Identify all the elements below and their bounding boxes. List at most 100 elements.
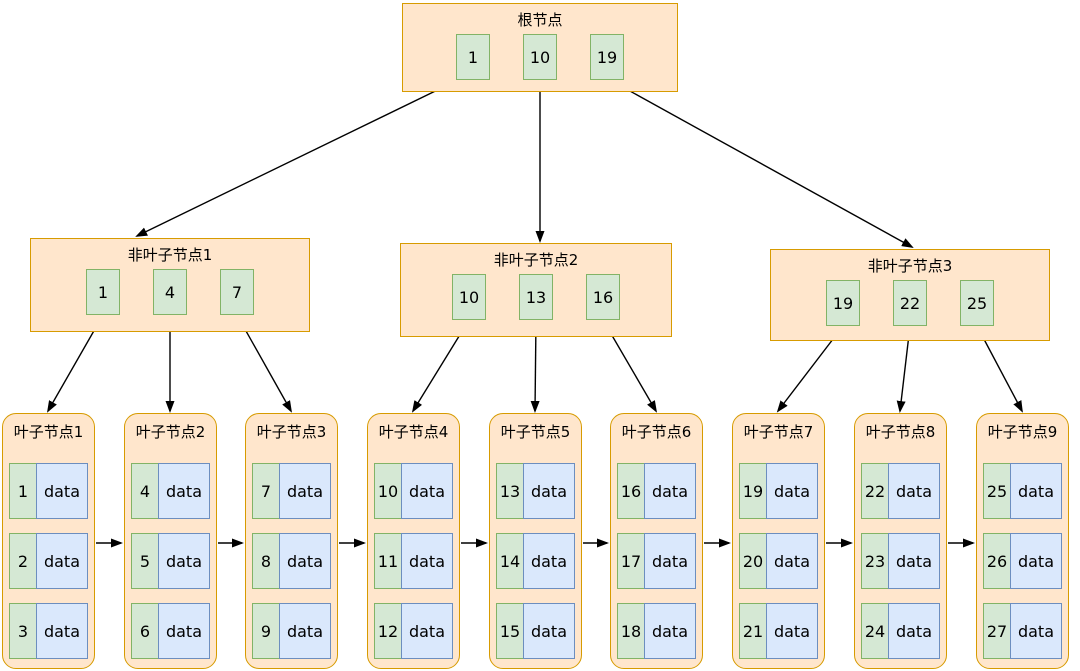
leaf-node-8: 叶子节点8 22 data 23 data 24 data — [854, 413, 947, 669]
leaf-node-2: 叶子节点2 4 data 5 data 6 data — [124, 413, 217, 669]
record-row: 22 data — [861, 463, 940, 519]
key-cell: 18 — [617, 603, 645, 659]
key-cell: 5 — [131, 533, 159, 589]
record-row: 1 data — [9, 463, 88, 519]
key-cell: 7 — [252, 463, 280, 519]
node-title: 叶子节点7 — [743, 423, 814, 441]
key-cell: 16 — [617, 463, 645, 519]
key-cell: 2 — [9, 533, 37, 589]
node-title: 叶子节点6 — [621, 423, 692, 441]
key-cell: 13 — [496, 463, 524, 519]
data-cell: data — [644, 463, 696, 519]
node-title: 叶子节点2 — [135, 423, 206, 441]
key-cell: 19 — [590, 34, 624, 80]
key-cell: 26 — [983, 533, 1011, 589]
record-row: 21 data — [739, 603, 818, 659]
leaf-node-9: 叶子节点9 25 data 26 data 27 data — [976, 413, 1069, 669]
key-cell: 25 — [983, 463, 1011, 519]
data-cell: data — [523, 603, 575, 659]
record-row: 9 data — [252, 603, 331, 659]
data-cell: data — [644, 533, 696, 589]
record-row: 15 data — [496, 603, 575, 659]
data-cell: data — [766, 463, 818, 519]
record-row: 12 data — [374, 603, 453, 659]
leaf-rows: 4 data 5 data 6 data — [125, 463, 216, 659]
key-cell: 7 — [220, 269, 254, 315]
key-row: 10 13 16 — [401, 274, 671, 320]
key-row: 1 4 7 — [31, 269, 309, 315]
node-title: 叶子节点8 — [865, 423, 936, 441]
key-cell: 1 — [86, 269, 120, 315]
key-cell: 20 — [739, 533, 767, 589]
key-cell: 24 — [861, 603, 889, 659]
record-row: 4 data — [131, 463, 210, 519]
key-cell: 10 — [374, 463, 402, 519]
key-row: 19 22 25 — [771, 280, 1049, 326]
key-cell: 22 — [861, 463, 889, 519]
data-cell: data — [1010, 533, 1062, 589]
leaf-node-3: 叶子节点3 7 data 8 data 9 data — [245, 413, 338, 669]
record-row: 3 data — [9, 603, 88, 659]
key-cell: 1 — [9, 463, 37, 519]
node-title: 叶子节点5 — [500, 423, 571, 441]
key-cell: 19 — [826, 280, 860, 326]
record-row: 2 data — [9, 533, 88, 589]
leaf-rows: 10 data 11 data 12 data — [368, 463, 459, 659]
node-title: 非叶子节点1 — [127, 246, 213, 264]
record-row: 18 data — [617, 603, 696, 659]
record-row: 17 data — [617, 533, 696, 589]
internal-node-2: 非叶子节点2 10 13 16 — [400, 243, 672, 337]
data-cell: data — [888, 533, 940, 589]
key-cell: 10 — [452, 274, 486, 320]
key-cell: 8 — [252, 533, 280, 589]
record-row: 11 data — [374, 533, 453, 589]
node-title: 非叶子节点2 — [493, 251, 579, 269]
record-row: 23 data — [861, 533, 940, 589]
data-cell: data — [888, 603, 940, 659]
key-cell: 14 — [496, 533, 524, 589]
root-node: 根节点 1 10 19 — [402, 3, 678, 92]
leaf-rows: 1 data 2 data 3 data — [3, 463, 94, 659]
leaf-rows: 7 data 8 data 9 data — [246, 463, 337, 659]
data-cell: data — [158, 603, 210, 659]
key-cell: 23 — [861, 533, 889, 589]
data-cell: data — [644, 603, 696, 659]
record-row: 6 data — [131, 603, 210, 659]
leaf-rows: 19 data 20 data 21 data — [733, 463, 824, 659]
key-row: 1 10 19 — [403, 34, 677, 80]
record-row: 13 data — [496, 463, 575, 519]
key-cell: 16 — [586, 274, 620, 320]
key-cell: 13 — [519, 274, 553, 320]
edge-root-to-internal-1 — [135, 79, 459, 237]
leaf-node-6: 叶子节点6 16 data 17 data 18 data — [610, 413, 703, 669]
node-title: 叶子节点3 — [256, 423, 327, 441]
record-row: 7 data — [252, 463, 331, 519]
node-title: 非叶子节点3 — [867, 257, 953, 275]
data-cell: data — [279, 533, 331, 589]
leaf-rows: 13 data 14 data 15 data — [490, 463, 581, 659]
record-row: 10 data — [374, 463, 453, 519]
node-title: 叶子节点9 — [987, 423, 1058, 441]
record-row: 19 data — [739, 463, 818, 519]
key-cell: 25 — [960, 280, 994, 326]
data-cell: data — [523, 463, 575, 519]
data-cell: data — [401, 533, 453, 589]
key-cell: 6 — [131, 603, 159, 659]
key-cell: 3 — [9, 603, 37, 659]
leaf-node-7: 叶子节点7 19 data 20 data 21 data — [732, 413, 825, 669]
record-row: 5 data — [131, 533, 210, 589]
record-row: 14 data — [496, 533, 575, 589]
key-cell: 22 — [893, 280, 927, 326]
node-title: 叶子节点1 — [13, 423, 84, 441]
record-row: 27 data — [983, 603, 1062, 659]
leaf-node-4: 叶子节点4 10 data 11 data 12 data — [367, 413, 460, 669]
key-cell: 19 — [739, 463, 767, 519]
key-cell: 10 — [523, 34, 557, 80]
record-row: 26 data — [983, 533, 1062, 589]
internal-node-3: 非叶子节点3 19 22 25 — [770, 249, 1050, 341]
data-cell: data — [36, 533, 88, 589]
record-row: 16 data — [617, 463, 696, 519]
data-cell: data — [766, 603, 818, 659]
key-cell: 11 — [374, 533, 402, 589]
